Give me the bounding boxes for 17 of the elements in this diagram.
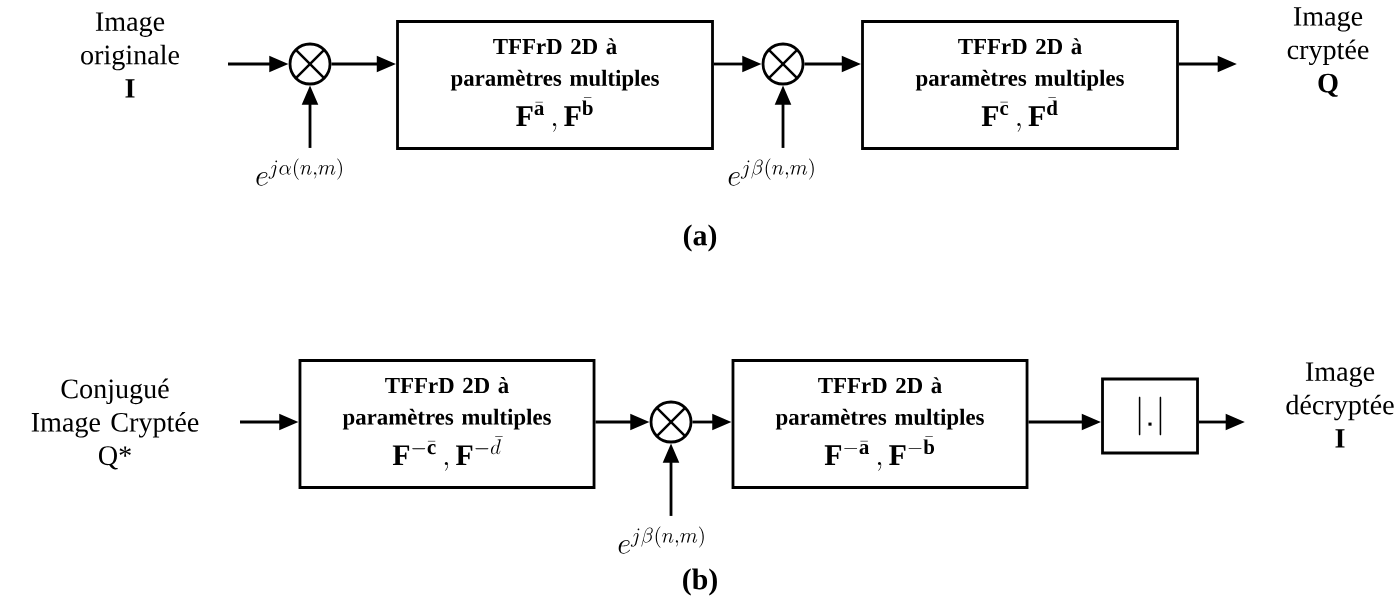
process-box: TFFrD 2D à paramètres multiples $\mathbf{F}^{-\bar{\mathbf{a}}}\,,\mathbf{F}^{-\bar{\mathbf{b}}}$ — [731, 359, 1029, 489]
process-box: TFFrD 2D à paramètres multiples $\mathbf{F}^{-\bar{\mathbf{c}}}\,,\mathbf{F}^{-\bar{d}}$ — [298, 359, 596, 489]
phase-label: $e^{j\beta(n,m)}$ — [618, 526, 704, 554]
output-label: Image cryptée Q — [1287, 7, 1369, 97]
multiplier-symbol — [288, 42, 332, 86]
output-label: Image décryptée I — [1286, 362, 1394, 448]
process-box: TFFrD 2D à paramètres multiples $\mathbf{F}^{\bar{\mathbf{c}}}\,,\mathbf{F}^{\bar{\mathbf{d}}}$ — [861, 20, 1179, 150]
process-box: TFFrD 2D à paramètres multiples $\mathbf{F}^{\bar{\mathbf{a}}}\,,\mathbf{F}^{\bar{\mathbf{b}}}$ — [396, 20, 714, 150]
panel-caption: (b) — [683, 568, 717, 596]
multiplier-symbol — [761, 42, 805, 86]
phase-label: $e^{j\alpha(n,m)}$ — [256, 158, 342, 186]
multiplier-symbol — [649, 400, 693, 444]
panel-caption: (a) — [683, 224, 717, 252]
phase-label: $e^{j\beta(n,m)}$ — [728, 158, 814, 186]
modulus-box: |.| — [1101, 377, 1199, 455]
input-label: Conjugué Image Cryptée Q* — [31, 378, 199, 470]
input-label: Image originale I — [81, 12, 179, 98]
